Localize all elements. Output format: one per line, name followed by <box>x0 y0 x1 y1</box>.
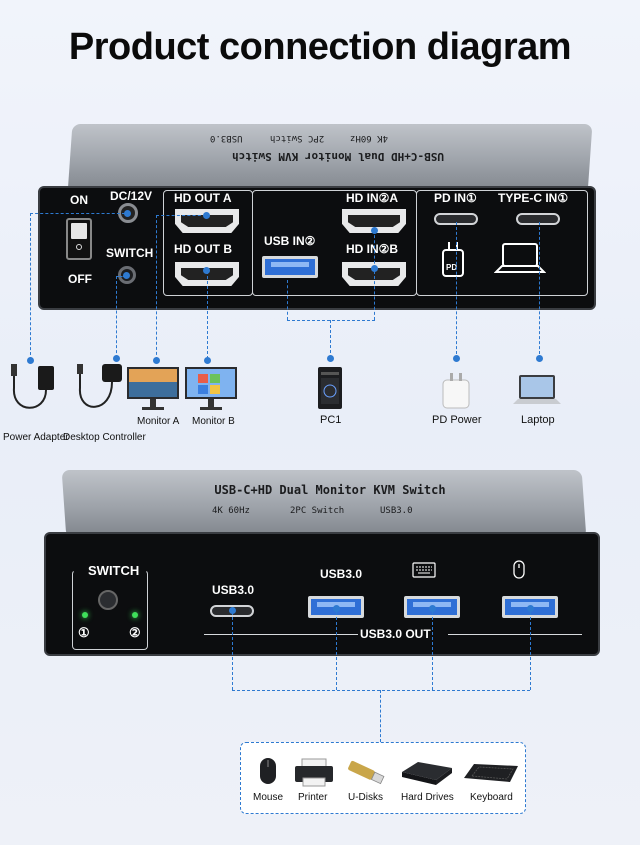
pd-line <box>456 222 457 359</box>
hd-in2a-label: HD IN②A <box>346 191 399 205</box>
page-title: Product connection diagram <box>68 26 572 68</box>
usb30-out-label: USB3.0 OUT <box>360 627 431 641</box>
typec-in1-label: TYPE-C IN① <box>498 191 569 205</box>
desktop-controller-label: Desktop Controller <box>63 432 146 443</box>
pd-in1-label: PD IN① <box>434 191 477 205</box>
usb-in2-port[interactable] <box>262 256 318 278</box>
hd-in2b-label: HD IN②B <box>346 242 399 256</box>
mouse-glyph-icon <box>513 560 525 579</box>
mouse-icon <box>260 758 276 784</box>
usb-disk-icon <box>348 760 385 785</box>
usb-out-bus-line <box>232 690 530 691</box>
monitor-b-icon <box>185 367 237 410</box>
switch-group <box>72 570 148 650</box>
hd-out-a-line <box>156 215 206 216</box>
top-feature-usb: USB3.0 <box>210 133 243 143</box>
keyboard-icon <box>464 764 518 782</box>
off-label: OFF <box>68 272 92 286</box>
top-device-name: USB-C+HD Dual Monitor KVM Switch <box>232 150 444 163</box>
pc-tower-icon <box>318 367 342 409</box>
bottom-device-lid <box>61 470 587 538</box>
typec-line <box>539 222 540 359</box>
laptop-label: Laptop <box>521 414 555 426</box>
led-pc1 <box>82 612 88 618</box>
led2-label: ② <box>129 625 141 640</box>
pc1-label: PC1 <box>320 414 342 426</box>
monitor-a-label: Monitor A <box>137 416 180 427</box>
usb30-c-label: USB3.0 <box>212 583 255 597</box>
controller-line <box>116 276 117 358</box>
bottom-feature-usb: USB3.0 <box>380 506 413 516</box>
power-line <box>30 213 125 214</box>
hard-drive-icon <box>402 762 452 785</box>
pd-plug-icon <box>442 242 464 277</box>
led-pc2 <box>132 612 138 618</box>
typec-in1-port[interactable] <box>516 213 560 225</box>
laptop-outline-icon <box>494 243 546 273</box>
dc-label: DC/12V <box>110 189 153 203</box>
charger-icon <box>442 373 470 409</box>
monitor-a-icon <box>127 367 179 410</box>
printer-icon <box>295 758 333 787</box>
u-disks-label: U-Disks <box>348 792 383 803</box>
bottom-device-name: USB-C+HD Dual Monitor KVM Switch <box>214 483 446 497</box>
hd-out-a-label: HD OUT A <box>174 191 232 205</box>
switch-button[interactable] <box>98 590 118 610</box>
bottom-feature-4k: 4K 60Hz <box>212 506 250 516</box>
hd-out-b-label: HD OUT B <box>174 242 232 256</box>
led1-label: ① <box>78 625 90 640</box>
hd-out-b-line <box>207 271 208 359</box>
hard-drives-label: Hard Drives <box>401 792 454 803</box>
monitor-b-label: Monitor B <box>192 416 235 427</box>
mouse-label: Mouse <box>253 792 284 803</box>
usb30-a-label: USB3.0 <box>320 567 363 581</box>
bottom-feature-2pc: 2PC Switch <box>290 506 345 516</box>
power-rocker-switch[interactable] <box>66 218 92 260</box>
bottom-device-front <box>44 532 600 656</box>
power-adapter-label: Power Adapter <box>3 432 69 443</box>
switch-group-label: SWITCH <box>86 563 142 578</box>
pd-power-label: PD Power <box>432 414 482 426</box>
power-adapter-icon <box>11 364 54 409</box>
printer-label: Printer <box>298 792 328 803</box>
on-label: ON <box>70 193 88 207</box>
usb-in2-label: USB IN② <box>264 234 316 248</box>
pc1-usb-line <box>287 280 288 320</box>
laptop-icon <box>513 375 561 404</box>
pc1-input-group <box>416 190 588 296</box>
top-feature-2pc: 2PC Switch <box>270 133 325 143</box>
top-feature-4k: 4K 60Hz <box>350 133 388 143</box>
keyboard-glyph-icon <box>412 562 436 578</box>
desktop-controller-icon <box>77 364 122 408</box>
switch-label: SWITCH <box>106 246 154 260</box>
keyboard-label: Keyboard <box>470 792 513 803</box>
pd-badge: PD <box>446 263 458 272</box>
